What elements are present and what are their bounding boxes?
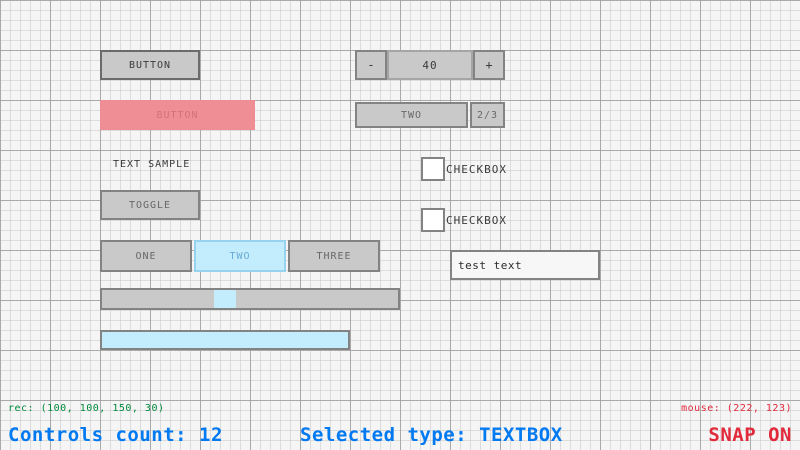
toggle-group[interactable]: ONE TWO THREE [100,240,380,272]
checkbox-two-box[interactable] [421,208,445,232]
combobox-selected-label: TWO [400,109,423,121]
toggle-group-item-three-label: THREE [316,250,352,262]
progress-bar[interactable] [100,330,350,350]
textbox-value: test text [458,258,523,272]
selected-type-text: Selected type: TEXTBOX [300,424,563,446]
spinner-decrement-button[interactable]: - [355,50,387,80]
toggle-group-item-one-label: ONE [135,250,157,262]
textbox[interactable]: test text [450,250,600,280]
spinner[interactable]: - 40 + [355,50,505,80]
text-sample-label: TEXT SAMPLE [113,159,191,170]
progress-bar-fill [102,332,348,348]
spinner-decrement-label: - [367,58,375,72]
spinner-increment-label: + [485,58,493,72]
button-selected[interactable]: BUTTON [100,100,255,130]
controls-count-text: Controls count: 12 [8,424,223,446]
combobox-selected[interactable]: TWO [355,102,468,128]
checkbox-two[interactable]: CHECKBOX [421,208,507,232]
mouse-info-text: mouse: (222, 123) [681,403,792,414]
toggle-group-item-two-label: TWO [229,250,251,262]
button-normal[interactable]: BUTTON [100,50,200,80]
spinner-value-label: 40 [422,58,438,72]
spinner-value[interactable]: 40 [387,50,473,80]
button-selected-label: BUTTON [156,109,199,121]
spinner-increment-button[interactable]: + [473,50,505,80]
rec-info-text: rec: (100, 100, 150, 30) [8,403,165,414]
checkbox-one-box[interactable] [421,157,445,181]
checkbox-two-label: CHECKBOX [446,213,507,227]
slider-handle[interactable] [214,290,237,308]
toggle-group-item-three[interactable]: THREE [288,240,380,272]
toggle-group-item-one[interactable]: ONE [100,240,192,272]
toggle-button[interactable]: TOGGLE [100,190,200,220]
combobox-count[interactable]: 2/3 [470,102,505,128]
combobox-count-label: 2/3 [476,109,499,121]
slider[interactable] [100,288,400,310]
checkbox-one-label: CHECKBOX [446,162,507,176]
combobox[interactable]: TWO 2/3 [355,102,505,128]
toggle-button-label: TOGGLE [128,199,172,211]
button-normal-label: BUTTON [128,59,172,71]
checkbox-one[interactable]: CHECKBOX [421,157,507,181]
toggle-group-item-two[interactable]: TWO [194,240,286,272]
snap-state-text: SNAP ON [708,424,792,446]
